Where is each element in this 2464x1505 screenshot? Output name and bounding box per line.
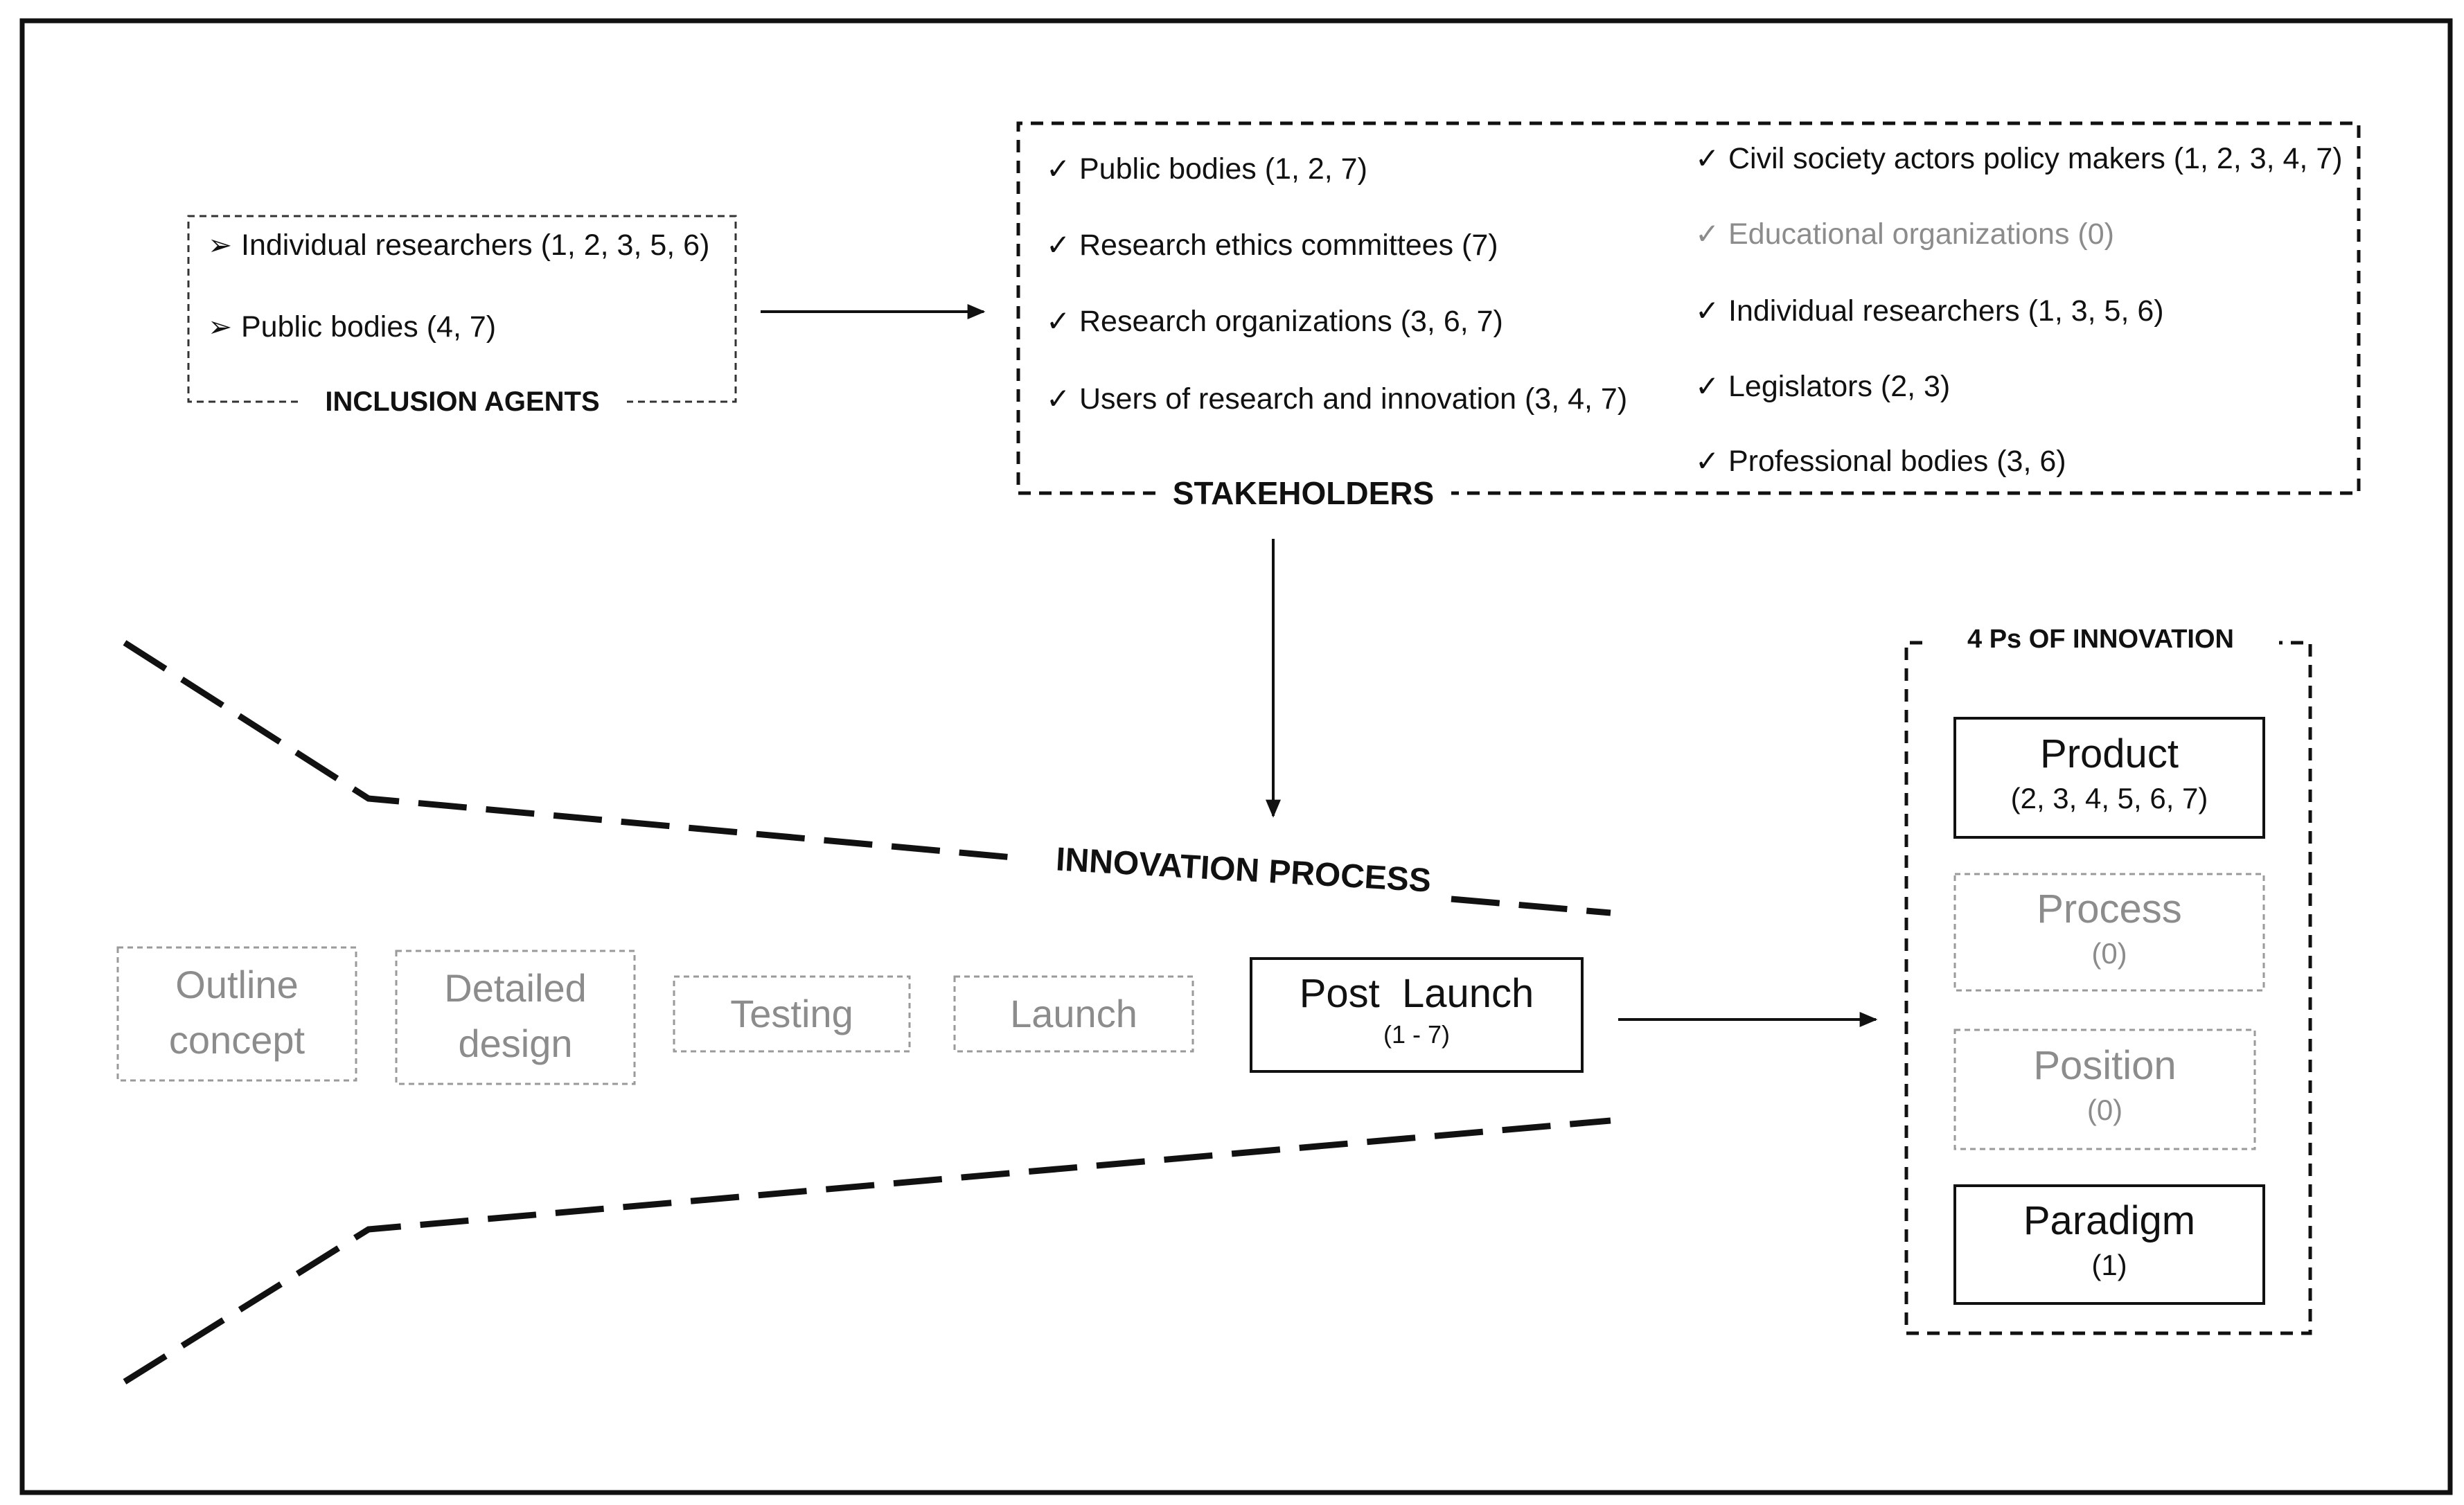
checkmark-icon: ✓	[1695, 445, 1720, 477]
stakeholders-title: STAKEHOLDERS	[1172, 475, 1435, 511]
inclusion-agents-title: INCLUSION AGENTS	[325, 386, 600, 417]
inclusion-agent-item: ➢Individual researchers (1, 2, 3, 5, 6)	[208, 227, 709, 263]
stage-post-launch: Post Launch (1 - 7)	[1251, 968, 1582, 1050]
stakeholder-label: Individual researchers (1, 3, 5, 6)	[1728, 294, 2164, 328]
stakeholder-item: ✓Users of research and innovation (3, 4,…	[1046, 381, 1627, 417]
stage-box-outline-concept	[116, 946, 357, 1082]
stakeholder-label: Professional bodies (3, 6)	[1728, 445, 2066, 478]
stage-label-line2: concept	[168, 1018, 305, 1062]
stakeholder-label: Research organizations (3, 6, 7)	[1079, 305, 1503, 338]
stakeholder-item: ✓Research organizations (3, 6, 7)	[1046, 303, 1503, 339]
stakeholder-item: ✓Educational organizations (0)	[1695, 216, 2114, 252]
stakeholder-item: ✓Individual researchers (1, 3, 5, 6)	[1695, 293, 2164, 329]
outer-frame	[19, 18, 2453, 1495]
stage-label-line1: Post Launch	[1299, 971, 1534, 1016]
stakeholder-label: Educational organizations (0)	[1728, 217, 2114, 251]
p-product: Product (2, 3, 4, 5, 6, 7)	[1955, 729, 2264, 817]
checkmark-icon: ✓	[1695, 294, 1720, 327]
stage-outline-concept: Outline concept	[118, 957, 356, 1068]
p-refs: (0)	[2091, 937, 2127, 970]
p-box-product	[1953, 717, 2265, 839]
stage-label-line2: design	[458, 1022, 573, 1065]
checkmark-icon: ✓	[1695, 217, 1720, 250]
p-name: Position	[2033, 1043, 2177, 1088]
inclusion-agent-item: ➢Public bodies (4, 7)	[208, 309, 496, 345]
arrowhead-bullet-icon: ➢	[208, 229, 233, 261]
checkmark-icon: ✓	[1695, 142, 1720, 175]
p-name: Process	[2037, 887, 2182, 932]
p-name: Paradigm	[2023, 1198, 2196, 1243]
stakeholders-border	[1016, 121, 2361, 495]
p-paradigm: Paradigm (1)	[1955, 1195, 2264, 1284]
stage-box-detailed-design	[395, 950, 636, 1085]
p-refs: (1)	[2091, 1249, 2127, 1281]
stakeholder-label: Users of research and innovation (3, 4, …	[1079, 382, 1628, 416]
stakeholder-item: ✓Public bodies (1, 2, 7)	[1046, 151, 1367, 187]
stakeholder-item: ✓Civil society actors policy makers (1, …	[1695, 141, 2343, 177]
p-position: Position (0)	[1955, 1040, 2255, 1129]
stakeholder-label: Public bodies (1, 2, 7)	[1079, 152, 1367, 186]
funnel-outline	[123, 640, 1611, 1384]
stage-label-line1: Testing	[730, 992, 853, 1035]
arrowhead-bullet-icon: ➢	[208, 310, 233, 343]
stage-box-launch	[953, 975, 1194, 1053]
p-name: Product	[2040, 731, 2179, 776]
stage-box-testing	[673, 975, 911, 1053]
stage-testing: Testing	[674, 986, 910, 1042]
stakeholder-item: ✓Research ethics committees (7)	[1046, 227, 1498, 263]
stage-detailed-design: Detailed design	[396, 961, 635, 1071]
checkmark-icon: ✓	[1695, 370, 1720, 402]
funnel-top-right-segment	[1451, 896, 1611, 916]
stage-label-line1: Detailed	[444, 966, 587, 1010]
checkmark-icon: ✓	[1046, 305, 1071, 337]
four-ps-title: 4 Ps OF INNOVATION	[1967, 625, 2234, 654]
stage-launch: Launch	[955, 986, 1193, 1042]
checkmark-icon: ✓	[1046, 152, 1071, 185]
stakeholder-item: ✓Legislators (2, 3)	[1695, 368, 1950, 404]
p-refs: (2, 3, 4, 5, 6, 7)	[2010, 782, 2208, 814]
funnel-top-line	[123, 640, 1013, 861]
stage-label-line2: (1 - 7)	[1383, 1020, 1450, 1049]
inclusion-agents-border	[187, 215, 737, 403]
p-box-paradigm	[1953, 1184, 2265, 1305]
inclusion-agent-label: Individual researchers (1, 2, 3, 5, 6)	[241, 229, 710, 262]
inclusion-agent-label: Public bodies (4, 7)	[241, 310, 497, 344]
stakeholder-label: Legislators (2, 3)	[1728, 370, 1951, 403]
p-process: Process (0)	[1955, 884, 2264, 972]
p-refs: (0)	[2086, 1094, 2123, 1126]
p-box-process	[1953, 873, 2265, 992]
checkmark-icon: ✓	[1046, 382, 1071, 415]
stakeholder-label: Civil society actors policy makers (1, 2…	[1728, 142, 2343, 175]
funnel-bottom-line	[123, 1117, 1611, 1384]
stakeholder-label: Research ethics committees (7)	[1079, 229, 1498, 262]
checkmark-icon: ✓	[1046, 229, 1071, 261]
stakeholder-item: ✓Professional bodies (3, 6)	[1695, 443, 2066, 479]
stage-label-line1: Outline	[175, 963, 299, 1006]
p-box-position	[1953, 1028, 2256, 1150]
stage-box-post-launch	[1250, 957, 1584, 1073]
stage-label-line1: Launch	[1010, 992, 1137, 1035]
